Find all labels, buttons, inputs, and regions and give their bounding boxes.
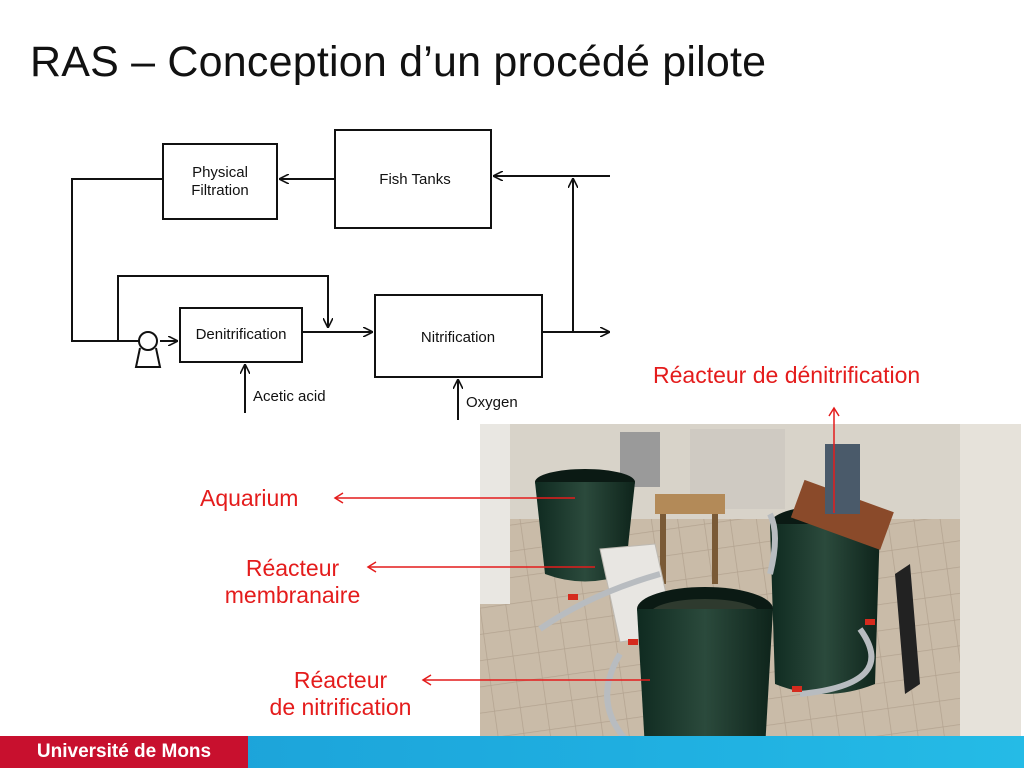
oxygen-label: Oxygen [466,394,518,411]
label-reacteur-nitrification-line-1: Réacteur [293,667,388,693]
physical-filtration-label-2: Filtration [191,182,249,199]
slide-title: RAS – Conception d’un procédé pilote [30,38,767,86]
label-reacteur-nitrification: Réacteur de nitrification [248,667,433,721]
label-reacteur-nitrification-line-2: de nitrification [269,694,412,720]
label-reacteur-membranaire-line-1: Réacteur [245,555,340,581]
physical-filtration-box [162,143,278,220]
footer-university: Université de Mons [0,736,248,768]
pump-icon [134,331,162,368]
physical-filtration-label-1: Physical [192,164,248,181]
fish-tanks-label: Fish Tanks [379,171,450,188]
process-diagram: Physical Filtration Fish Tanks Denitrifi… [71,129,610,420]
acetic-acid-label: Acetic acid [253,388,326,405]
label-reacteur-denitrification: Réacteur de dénitrification [653,362,921,388]
denitrification-box [179,307,303,363]
label-aquarium: Aquarium [200,485,299,511]
pilot-photo [480,424,1021,768]
nitrification-box [374,294,543,378]
label-reacteur-membranaire: Réacteur membranaire [205,555,380,609]
fish-tanks-box [334,129,492,229]
denitrification-label: Denitrification [196,326,287,343]
nitrification-label: Nitrification [421,329,495,346]
label-reacteur-membranaire-line-2: membranaire [224,582,361,608]
